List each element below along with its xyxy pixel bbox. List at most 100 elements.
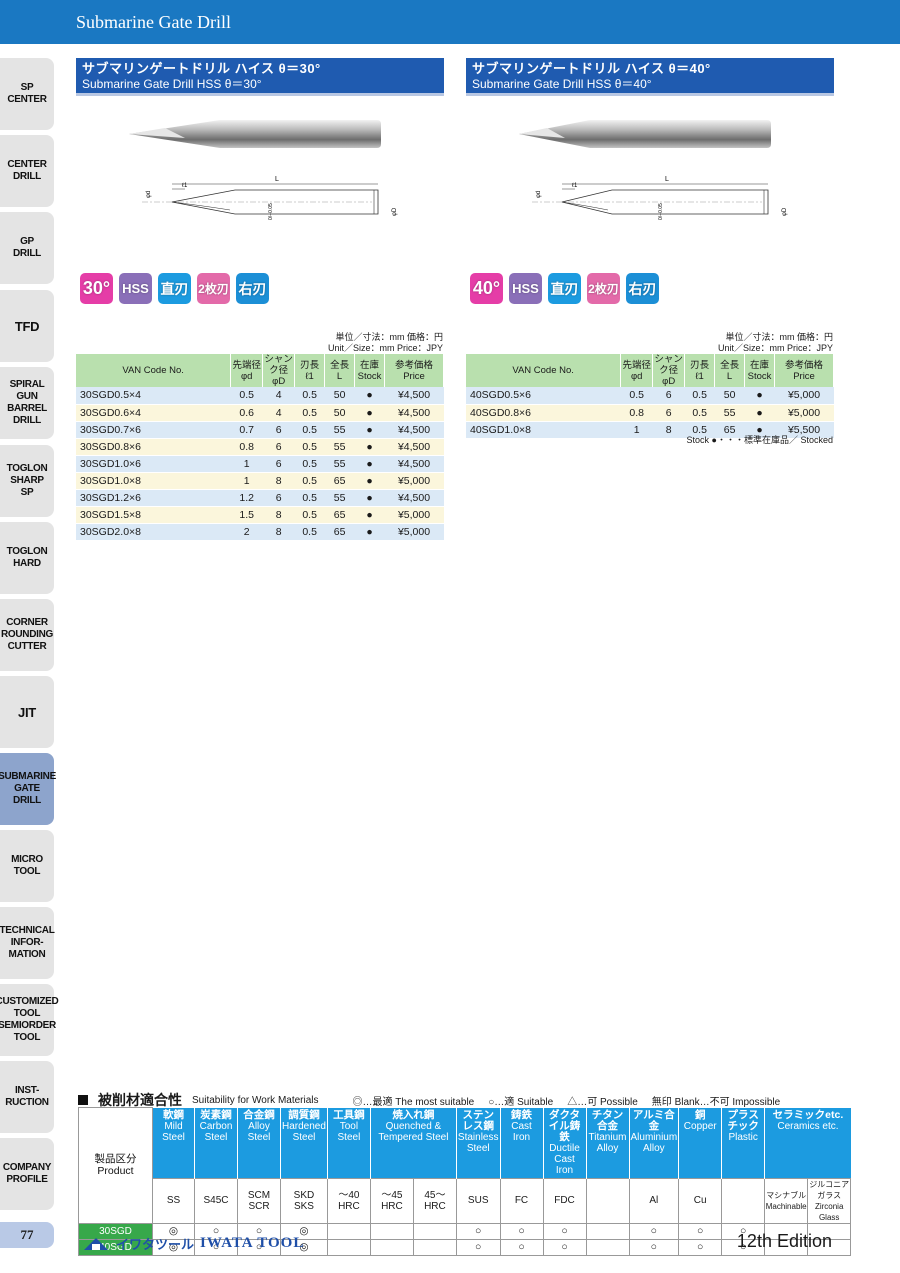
material-header-en: Stainless Steel — [457, 1131, 499, 1154]
suitability-mark: ○ — [628, 1222, 680, 1240]
table-cell: ● — [744, 421, 775, 439]
logo-en: IWATA TOOL — [200, 1235, 305, 1251]
table-cell: 30SGD1.2×6 — [76, 489, 231, 507]
material-code: 45〜 HRC — [412, 1177, 457, 1224]
dim-d-label: φd — [146, 191, 152, 198]
table-cell: 6 — [262, 438, 295, 456]
sidebar-tab-label: MICRO TOOL — [11, 854, 43, 877]
sidebar-tab[interactable]: GP DRILL — [0, 212, 54, 284]
material-header-en: Plastic — [728, 1131, 758, 1143]
table-cell: 6 — [262, 455, 295, 473]
sidebar-tab[interactable]: INST- RUCTION — [0, 1061, 54, 1133]
drill-photo-30 — [129, 120, 381, 148]
sidebar-tab[interactable]: TOGLON HARD — [0, 522, 54, 594]
sidebar-tab[interactable]: COMPANY PROFILE — [0, 1138, 54, 1210]
header-shank-diameter-line1: シャンク径 — [264, 354, 293, 376]
header-overall-length-line2: L — [726, 370, 733, 382]
table-cell: 0.5 — [294, 421, 325, 439]
table-cell: 40SGD1.0×8 — [466, 421, 621, 439]
table-cell: ● — [354, 472, 385, 490]
table-cell: 1 — [620, 421, 653, 439]
header-flute-length-line1: 刃長 — [300, 359, 320, 371]
material-header-jp: 鋳鉄 — [511, 1108, 532, 1121]
dim-D-label: φD — [782, 207, 788, 216]
sidebar-tab[interactable]: JIT — [0, 676, 54, 748]
suitability-mark — [412, 1238, 457, 1256]
table-cell: 0.5 — [294, 455, 325, 473]
material-header-en: Cast Iron — [511, 1120, 532, 1143]
sidebar-tab-label: TOGLON SHARP SP — [6, 463, 48, 498]
product-name: 30SGD — [78, 1222, 153, 1240]
section-title-en: Submarine Gate Drill HSS θ＝30° — [82, 77, 262, 91]
header-code: VAN Code No. — [76, 354, 232, 387]
table-cell: 30SGD0.5×4 — [76, 387, 231, 405]
right-hand-badge: 右刃 — [236, 273, 269, 304]
sidebar-tab[interactable]: SP CENTER — [0, 58, 54, 130]
suitability-mark — [585, 1222, 630, 1240]
table-cell: 1.2 — [230, 489, 263, 507]
suitability-mark: ○ — [678, 1222, 723, 1240]
header-code: VAN Code No. — [466, 354, 622, 387]
material-header-jp: プラスチック — [727, 1108, 759, 1132]
section-title-en: Submarine Gate Drill HSS θ＝40° — [472, 77, 652, 91]
suitability-mark — [369, 1238, 414, 1256]
material-header-en: Hardened Steel — [282, 1120, 326, 1143]
sidebar-tab[interactable]: SUBMARINE GATE DRILL — [0, 753, 56, 825]
material-code: Cu — [678, 1177, 723, 1224]
suitability-mark — [807, 1238, 852, 1256]
table-cell: 0.5 — [294, 387, 325, 405]
stock-note: Stock ●・・・標準在庫品／ Stocked — [686, 435, 833, 445]
sidebar-tab-label: TECHNICAL INFOR- MATION — [0, 925, 55, 960]
sidebar-tab[interactable]: TECHNICAL INFOR- MATION — [0, 907, 55, 979]
company-logo: イワタツール IWATA TOOL — [82, 1234, 304, 1253]
table-cell: 50 — [324, 387, 355, 405]
table-cell: 1.5 — [230, 506, 263, 524]
table-cell: 50 — [714, 387, 745, 405]
table-cell: 40SGD0.5×6 — [466, 387, 621, 405]
material-header-en: Mild Steel — [162, 1120, 185, 1143]
dim-l1-label: ℓ1 — [572, 182, 578, 189]
material-header-jp: 焼入れ鋼 — [392, 1108, 435, 1121]
material-header-en: Quenched & Tempered Steel — [378, 1120, 449, 1143]
sidebar-tab[interactable]: SPIRAL GUN BARREL DRILL — [0, 367, 54, 439]
table-cell: 0.5 — [294, 506, 325, 524]
table-cell: 30SGD1.5×8 — [76, 506, 231, 524]
table-cell: 4 — [262, 387, 295, 405]
sidebar-tab[interactable]: CUSTOMIZED TOOL SEMIORDER TOOL — [0, 984, 59, 1056]
header-stock-line2: Stock — [357, 370, 382, 382]
table-cell: 0.6 — [230, 404, 263, 422]
table-cell: 50 — [324, 404, 355, 422]
section-title-30: サブマリンゲートドリル ハイス θ＝30° Submarine Gate Dri… — [76, 58, 444, 96]
sidebar-tab[interactable]: TFD — [0, 290, 54, 362]
material-badge: HSS — [509, 273, 542, 304]
table-cell: 30SGD0.6×4 — [76, 404, 231, 422]
sidebar-tab[interactable]: CENTER DRILL — [0, 135, 54, 207]
material-header-en: Aluminium Alloy — [630, 1131, 678, 1154]
unit-note-jp: 単位／寸法：mm 価格：円 — [725, 332, 834, 342]
header-overall-length-line1: 全長 — [330, 359, 350, 371]
sidebar-tab[interactable]: TOGLON SHARP SP — [0, 445, 54, 517]
sidebar-tab[interactable]: CORNER ROUNDING CUTTER — [0, 599, 54, 671]
sidebar-tab[interactable]: MICRO TOOL — [0, 830, 54, 902]
unit-note-en: Unit／Size：mm Price：JPY — [327, 343, 443, 353]
header-code-line1: VAN Code No. — [122, 365, 184, 376]
table-cell: 30SGD2.0×8 — [76, 523, 231, 541]
sidebar-tab-label: SUBMARINE GATE DRILL — [0, 771, 56, 806]
